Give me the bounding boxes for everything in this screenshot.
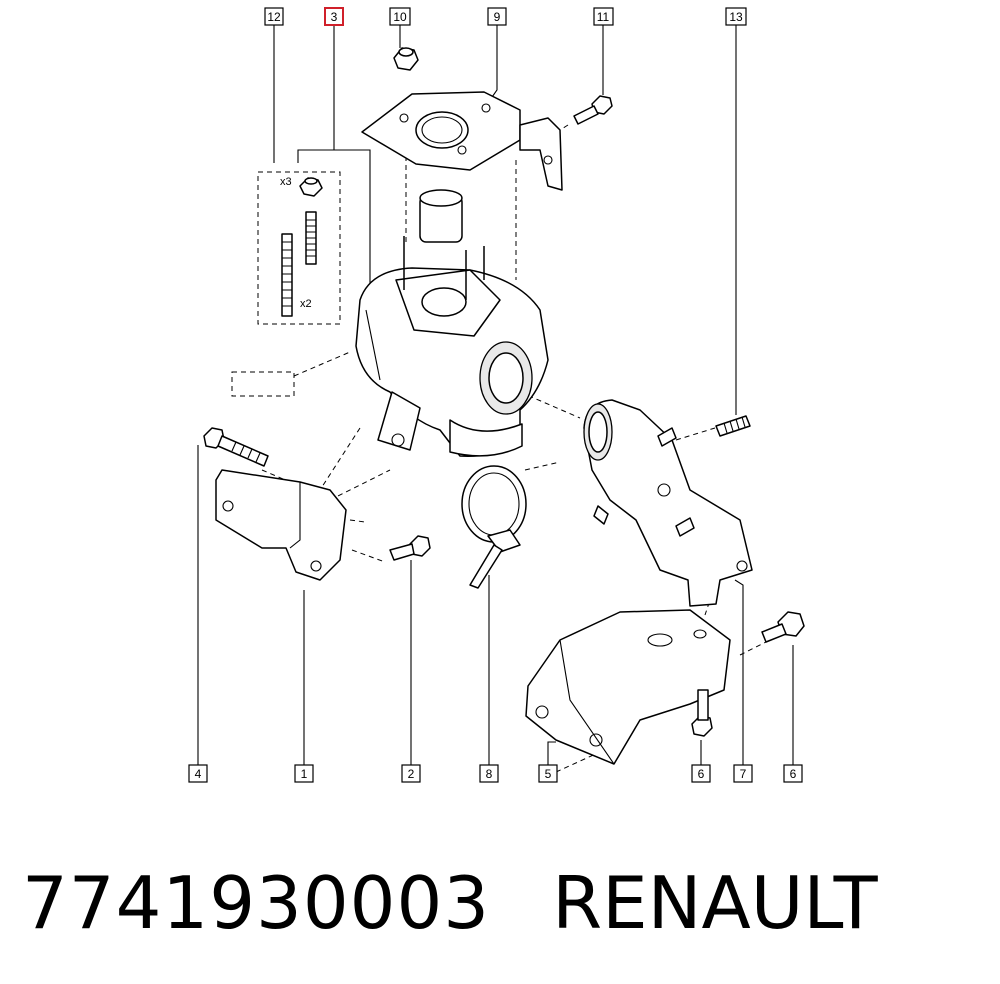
- fixing-kit: [281, 177, 323, 317]
- callout-10-label: 10: [393, 10, 407, 24]
- callout-6-lower-label: 6: [698, 767, 705, 781]
- callout-4-label: 4: [195, 767, 202, 781]
- callout-12-label: 12: [267, 10, 281, 24]
- nut-10: [393, 47, 419, 71]
- leader-lines: [197, 25, 794, 765]
- kit-stud-short: [305, 211, 317, 265]
- callout-10[interactable]: 10: [389, 7, 411, 26]
- part-number: 7741930003: [22, 861, 491, 945]
- callout-2[interactable]: 2: [401, 764, 421, 783]
- callout-7[interactable]: 7: [733, 764, 753, 783]
- callout-2-label: 2: [408, 767, 415, 781]
- callout-8-label: 8: [486, 767, 493, 781]
- callout-9[interactable]: 9: [487, 7, 507, 26]
- callout-8[interactable]: 8: [479, 764, 499, 783]
- callout-12[interactable]: 12: [264, 7, 284, 26]
- bolt-6-side: [761, 611, 805, 643]
- callout-1-label: 1: [301, 767, 308, 781]
- lower-support-5: [525, 609, 731, 765]
- callout-1[interactable]: 1: [294, 764, 314, 783]
- callout-3[interactable]: 3: [324, 7, 344, 26]
- gasket-9: [361, 91, 521, 171]
- callout-6-lower[interactable]: 6: [691, 764, 711, 783]
- brand-name: RENAULT: [552, 861, 878, 945]
- part-caption: 7741930003 RENAULT: [22, 858, 878, 948]
- kit-qty-nut-label: x3: [280, 176, 292, 188]
- bolt-6-lower: [691, 689, 713, 737]
- outlet-elbow-7: [583, 399, 753, 607]
- callout-9-label: 9: [494, 10, 501, 24]
- callout-6-side-label: 6: [790, 767, 797, 781]
- exploded-parts-diagram: x3 x2 12 3 10 9 11 13 4 1 2 8 5: [188, 7, 805, 783]
- callout-5-label: 5: [545, 767, 552, 781]
- turbocharger-3: [355, 189, 549, 457]
- callout-11[interactable]: 11: [593, 7, 614, 26]
- callout-7-label: 7: [740, 767, 747, 781]
- callout-5[interactable]: 5: [538, 764, 558, 783]
- bolt-4: [203, 427, 269, 467]
- kit-qty-stud-label: x2: [300, 298, 312, 310]
- callout-13-label: 13: [729, 10, 743, 24]
- stud-13: [715, 415, 751, 437]
- bolt-11: [573, 95, 613, 125]
- support-bracket-1: [215, 469, 347, 581]
- callout-11-label: 11: [597, 10, 610, 24]
- clamp-8: [461, 465, 527, 589]
- bracket-11: [519, 117, 563, 191]
- callout-4[interactable]: 4: [188, 764, 208, 783]
- bolt-2: [389, 535, 431, 561]
- kit-nut: [299, 177, 323, 197]
- callout-13[interactable]: 13: [725, 7, 747, 26]
- kit-stud-long: [281, 233, 293, 317]
- callout-3-label: 3: [331, 10, 338, 24]
- callout-6-side[interactable]: 6: [783, 764, 803, 783]
